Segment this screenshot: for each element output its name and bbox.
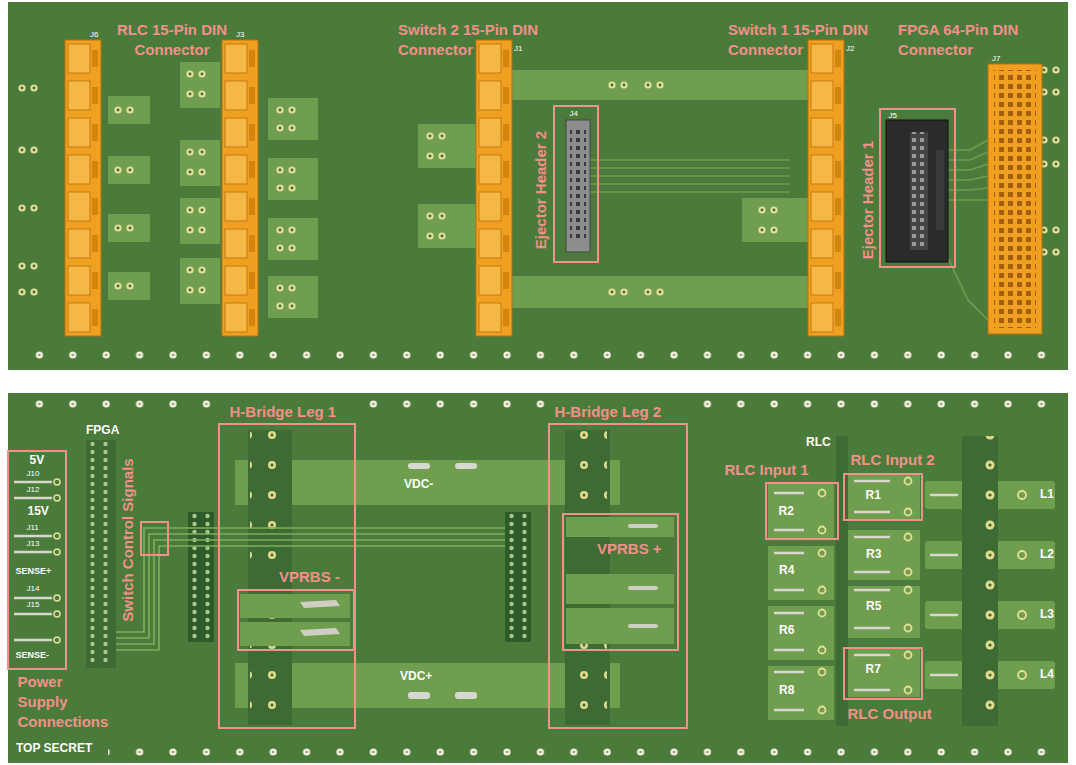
silkscreen-label: RLC bbox=[806, 436, 831, 450]
ref-designator: R1 bbox=[866, 489, 881, 503]
ref-designator: J6 bbox=[90, 30, 98, 39]
callout-label: RLC Input 2 bbox=[851, 451, 935, 468]
ref-designator: J1 bbox=[514, 44, 522, 53]
callout-label: RLC Output bbox=[848, 705, 932, 722]
ref-designator: R5 bbox=[866, 600, 881, 614]
ref-designator: L2 bbox=[1040, 548, 1054, 562]
ref-designator: R4 bbox=[779, 564, 794, 578]
ref-designator: J4 bbox=[570, 109, 578, 118]
callout-label: Ejector Header 2 bbox=[532, 130, 549, 248]
ref-designator: J11 bbox=[27, 523, 39, 532]
ejector-header-box: Ejector Header 1J5 bbox=[879, 108, 956, 268]
rlc-port-box: RLC Input 2R1 bbox=[843, 473, 923, 521]
silkscreen-label: FPGA bbox=[86, 424, 119, 438]
top-board bbox=[8, 2, 1068, 370]
ejector-header-box: Ejector Header 2J4 bbox=[553, 105, 599, 263]
callout-label: Power Supply Connections bbox=[18, 672, 103, 732]
vprbs-box: VPRBS + bbox=[562, 513, 679, 651]
ref-designator: L3 bbox=[1040, 608, 1054, 622]
ref-designator: J3 bbox=[236, 30, 244, 39]
watermark: TOP SECRET bbox=[16, 742, 92, 756]
ref-designator: R2 bbox=[779, 505, 794, 519]
ref-designator: R6 bbox=[779, 624, 794, 638]
ref-designator: R7 bbox=[866, 663, 881, 677]
ref-designator: J7 bbox=[992, 54, 1000, 63]
part-label: Switch 2 15-Pin DIN Connector bbox=[398, 20, 558, 60]
voltage-label: 15V bbox=[28, 505, 49, 519]
net-label: VDC+ bbox=[400, 670, 432, 684]
power-supply-box: Power Supply Connections5VJ10J1215VJ11J1… bbox=[7, 450, 67, 670]
ref-designator: L4 bbox=[1040, 668, 1054, 682]
ref-designator: R8 bbox=[779, 684, 794, 698]
callout-label: VPRBS + bbox=[597, 540, 662, 557]
ref-designator: J10 bbox=[27, 469, 40, 478]
ref-designator: L1 bbox=[1040, 488, 1054, 502]
part-label: FPGA 64-Pin DIN Connector bbox=[898, 20, 1048, 60]
callout-label: Switch Control Signals bbox=[119, 458, 136, 621]
ref-designator: J13 bbox=[27, 539, 40, 548]
h-bridge-leg-box: H-Bridge Leg 2VPRBS + bbox=[548, 423, 688, 729]
ref-designator: J14 bbox=[27, 584, 40, 593]
bottom-board bbox=[8, 393, 1068, 763]
vprbs-box: VPRBS - bbox=[237, 589, 355, 651]
rlc-port-box: RLC Input 1R2 bbox=[765, 482, 839, 540]
part-label: Switch 1 15-Pin DIN Connector bbox=[728, 20, 888, 60]
signal-box: Switch Control Signals bbox=[140, 521, 169, 556]
ref-designator: R3 bbox=[866, 548, 881, 562]
signal-label: SENSE- bbox=[16, 650, 50, 660]
h-bridge-leg-box: H-Bridge Leg 1VPRBS - bbox=[218, 423, 356, 729]
callout-label: VPRBS - bbox=[279, 568, 340, 585]
voltage-label: 5V bbox=[30, 454, 45, 468]
part-label: RLC 15-Pin DIN Connector bbox=[112, 20, 232, 60]
ref-designator: J2 bbox=[846, 44, 854, 53]
callout-label: RLC Input 1 bbox=[725, 461, 809, 478]
signal-label: SENSE+ bbox=[16, 566, 52, 576]
ref-designator: J15 bbox=[27, 600, 40, 609]
ref-designator: J5 bbox=[889, 111, 897, 120]
callout-label: H-Bridge Leg 1 bbox=[230, 403, 337, 420]
rlc-port-box: RLC OutputR7 bbox=[843, 647, 923, 700]
ref-designator: J12 bbox=[27, 485, 40, 494]
callout-label: Ejector Header 1 bbox=[859, 140, 876, 258]
callout-label: H-Bridge Leg 2 bbox=[555, 403, 662, 420]
net-label: VDC- bbox=[404, 478, 433, 492]
